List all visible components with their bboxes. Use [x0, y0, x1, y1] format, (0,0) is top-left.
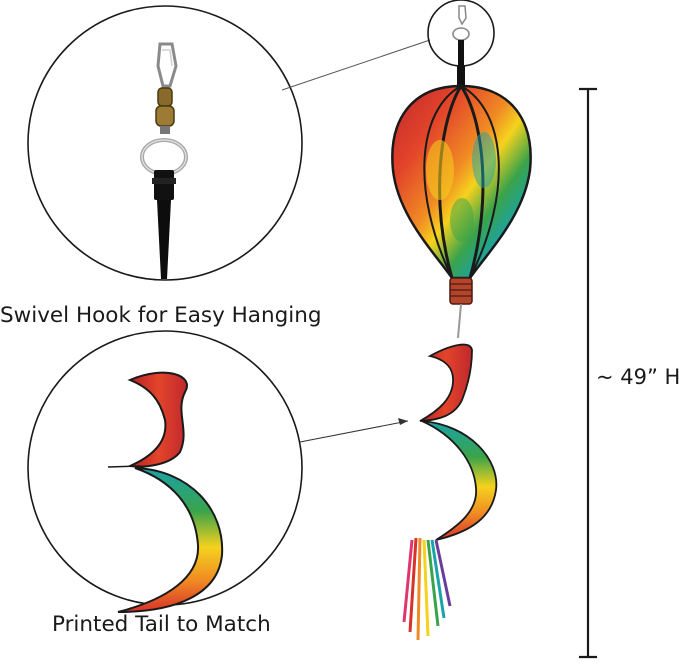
- hot-air-balloon-icon: [391, 0, 532, 641]
- tail-leader-line: [299, 420, 409, 443]
- streamers: [402, 537, 452, 641]
- swivel-hook-icon: [27, 5, 303, 281]
- hook-leader-line: [281, 39, 431, 91]
- height-dimension-icon: [579, 87, 597, 659]
- spiral-tail-icon: [27, 330, 303, 613]
- hook-caption: Swivel Hook for Easy Hanging: [0, 303, 322, 328]
- tail-caption: Printed Tail to Match: [52, 612, 271, 637]
- height-caption: ~ 49” H: [596, 365, 679, 389]
